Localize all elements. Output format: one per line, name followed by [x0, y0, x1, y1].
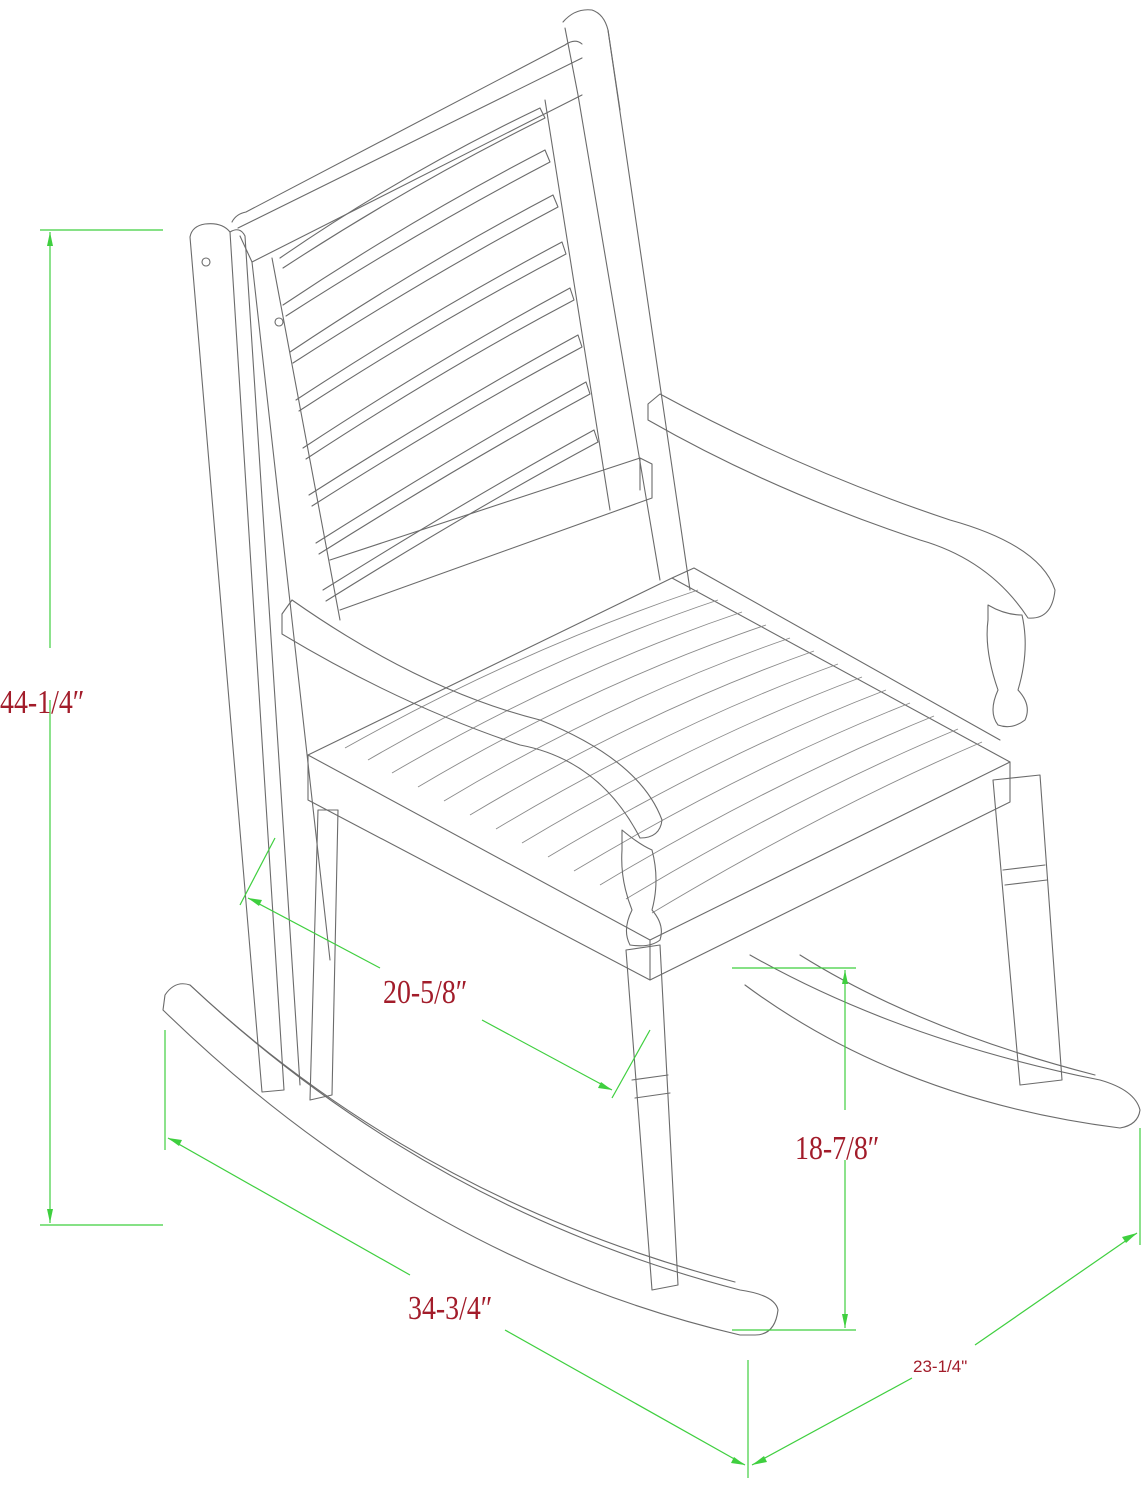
chair-arms: [281, 393, 1056, 947]
chair-rockers: [162, 954, 1141, 1336]
back-slats: [279, 107, 599, 602]
overall-width-label: 23-1/4": [913, 1357, 968, 1376]
chair-back: [189, 9, 691, 1093]
chair-seat: [307, 567, 1011, 981]
seat-slats: [344, 589, 983, 914]
overall-height-label: 44-1/4″: [0, 684, 85, 721]
seat-depth-label: 20-5/8″: [383, 974, 468, 1011]
overall-depth-label: 34-3/4″: [408, 1290, 493, 1327]
seat-height-label: 18-7/8″: [795, 1130, 880, 1167]
dimension-lines: [40, 229, 1141, 1478]
chair-legs: [309, 774, 1063, 1291]
